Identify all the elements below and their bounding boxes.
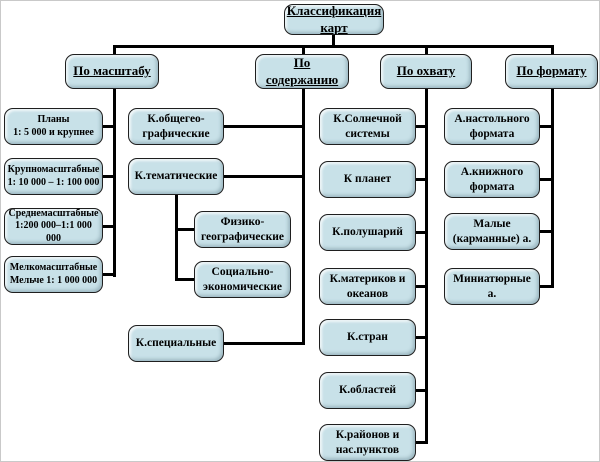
- node-label: Среднемасштабные 1:200 000–1:1 000 000: [8, 208, 99, 244]
- node-label: А.настольного формата: [454, 113, 530, 140]
- node-plany: Планы 1: 5 000 и крупнее: [4, 108, 103, 145]
- connector-stub: [222, 175, 305, 178]
- connector-stub: [413, 441, 428, 444]
- connector-thematic-subtrunk: [175, 193, 178, 281]
- node-knizhnogo-formata: А.книжного формата: [444, 161, 540, 198]
- node-label: Малые (карманные) а.: [452, 218, 532, 245]
- connector-header1-drop: [113, 45, 116, 56]
- connector-stub: [413, 231, 428, 234]
- node-oblastej: К.областей: [319, 372, 416, 409]
- node-nastolnogo-formata: А.настольного формата: [444, 108, 540, 145]
- node-melkomasshtabnye: Мелкомасштабные Мельче 1: 1 000 000: [4, 256, 103, 293]
- node-label: Миниатюрные а.: [453, 273, 531, 300]
- node-label: К.общегео- графические: [142, 113, 210, 140]
- branch-label: По охвату: [396, 63, 456, 79]
- node-rajonov-i-nas-punktov: К.районов и нас.пунктов: [319, 424, 416, 461]
- connector-stub: [413, 125, 428, 128]
- node-label: К планет: [343, 173, 392, 186]
- connector-coverage-trunk: [425, 87, 428, 444]
- branch-label: По содержанию: [265, 54, 339, 87]
- node-klassifikaciya-kart: Классификация карт: [284, 2, 384, 35]
- node-label: К.районов и нас.пунктов: [335, 429, 400, 456]
- connector-stub: [538, 178, 554, 181]
- connector-stub: [413, 285, 428, 288]
- node-tematicheskie: К.тематические: [128, 158, 224, 195]
- node-stran: К.стран: [319, 319, 416, 356]
- node-planet: К планет: [319, 161, 416, 198]
- node-solnechnoj-sistemy: К.Солнечной системы: [319, 108, 416, 145]
- node-polusharij: К.полушарий: [319, 214, 416, 251]
- node-label: К.тематические: [134, 170, 218, 183]
- node-label: К.специальные: [135, 337, 217, 350]
- node-label: Планы 1: 5 000 и крупнее: [13, 114, 94, 138]
- node-label: К.стран: [347, 331, 388, 344]
- connector-stub: [175, 228, 197, 231]
- connector-stub: [413, 178, 428, 181]
- connector-scale-trunk: [113, 87, 116, 277]
- connector-stub: [100, 225, 116, 228]
- branch-po-formatu: По формату: [505, 54, 598, 89]
- branch-label: По формату: [516, 63, 587, 79]
- node-obshchegeograficheskie: К.общегео- графические: [128, 108, 224, 145]
- node-label: Мелкомасштабные Мельче 1: 1 000 000: [9, 262, 98, 286]
- node-label: К.полушарий: [332, 226, 403, 239]
- connector-content-trunk: [302, 87, 305, 345]
- node-label: Социально- экономические: [202, 266, 282, 293]
- connector-top-horizontal: [113, 45, 554, 48]
- connector-header4-drop: [551, 45, 554, 56]
- connector-stub: [100, 175, 116, 178]
- connector-root-drop: [332, 33, 335, 47]
- connector-format-trunk: [551, 87, 554, 288]
- connector-stub: [538, 230, 554, 233]
- node-label: К.Солнечной системы: [333, 113, 402, 140]
- connector-stub: [413, 336, 428, 339]
- connector-stub: [100, 125, 116, 128]
- node-krupnomasshtabnye: Крупномасштабные 1: 10 000 – 1: 100 000: [4, 158, 103, 195]
- branch-po-soderzhaniyu: По содержанию: [255, 54, 349, 89]
- node-fiziko-geograficheskie: Физико- географические: [194, 211, 291, 248]
- node-malye-karmannye: Малые (карманные) а.: [444, 213, 540, 250]
- branch-label: По масштабу: [73, 63, 151, 79]
- node-label: Классификация карт: [286, 2, 382, 35]
- node-label: К.материков и океанов: [329, 273, 406, 300]
- node-label: А.книжного формата: [460, 166, 524, 193]
- connector-stub: [413, 389, 428, 392]
- node-materikov-i-okeanov: К.материков и океанов: [319, 268, 416, 305]
- connector-stub: [222, 342, 305, 345]
- connector-stub: [538, 125, 554, 128]
- connector-stub: [175, 278, 197, 281]
- connector-stub: [100, 273, 116, 276]
- branch-po-okhvatu: По охвату: [380, 54, 472, 89]
- node-label: К.областей: [338, 384, 397, 397]
- node-miniatyurnye: Миниатюрные а.: [444, 268, 540, 305]
- node-srednemasshtabnye: Среднемасштабные 1:200 000–1:1 000 000: [4, 208, 103, 245]
- connector-header2-drop: [302, 45, 305, 56]
- node-specialnye: К.специальные: [128, 325, 224, 362]
- connector-header3-drop: [425, 45, 428, 56]
- node-socialno-ekonomicheskie: Социально- экономические: [194, 261, 291, 298]
- node-label: Физико- географические: [200, 216, 285, 243]
- branch-po-masshtabu: По масштабу: [65, 54, 159, 89]
- node-label: Крупномасштабные 1: 10 000 – 1: 100 000: [7, 164, 100, 188]
- connector-stub: [222, 125, 305, 128]
- connector-stub: [538, 285, 554, 288]
